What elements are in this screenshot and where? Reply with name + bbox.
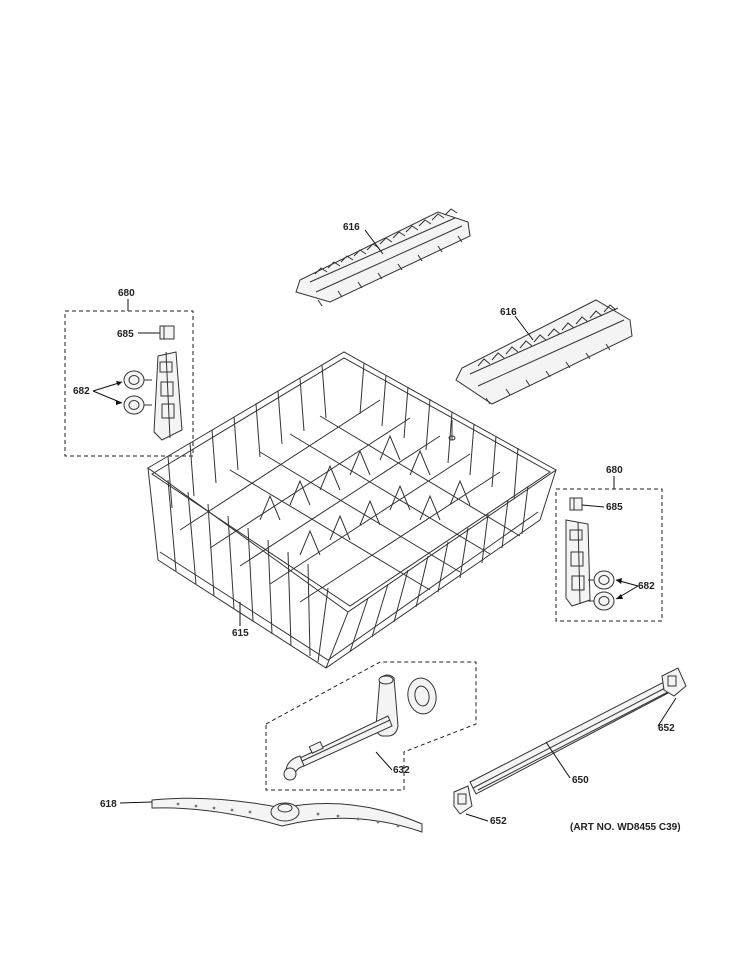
rail-end-cap-top: [661, 667, 687, 697]
wheel-right-2: [588, 591, 615, 611]
art-number: (ART NO. WD8455 C39): [570, 822, 681, 833]
rack-clip-left: [159, 325, 175, 340]
wheel-right-1: [588, 570, 615, 590]
spray-arm-manifold: [283, 674, 437, 781]
label-616-top: 616: [343, 222, 360, 233]
label-652-top: 652: [658, 723, 675, 734]
label-652-bottom: 652: [490, 816, 507, 827]
wheel-left-2: [123, 395, 152, 415]
label-680-left: 680: [118, 288, 135, 299]
label-632: 632: [393, 765, 410, 776]
roller-track-right: [565, 519, 591, 607]
label-682-left: 682: [73, 386, 90, 397]
manifold-box: [265, 661, 477, 791]
label-616-right: 616: [500, 307, 517, 318]
roller-kit-left-box: [64, 310, 194, 457]
roller-track-left: [153, 351, 183, 441]
rack-clip-right: [569, 497, 583, 511]
label-618: 618: [100, 799, 117, 810]
wheel-left-1: [123, 370, 152, 390]
rack-tine-clip-top: [295, 208, 471, 307]
rail-end-cap-bottom: [453, 785, 473, 815]
label-685-right: 685: [606, 502, 623, 513]
rack-tine-clip-right: [455, 299, 633, 405]
label-685-left: 685: [117, 329, 134, 340]
label-615: 615: [232, 628, 249, 639]
label-682-right: 682: [638, 581, 655, 592]
label-680-right: 680: [606, 465, 623, 476]
label-650: 650: [572, 775, 589, 786]
roller-kit-right-box: [555, 488, 663, 622]
lower-spray-arm: [151, 797, 423, 833]
upper-rack: [147, 351, 557, 669]
